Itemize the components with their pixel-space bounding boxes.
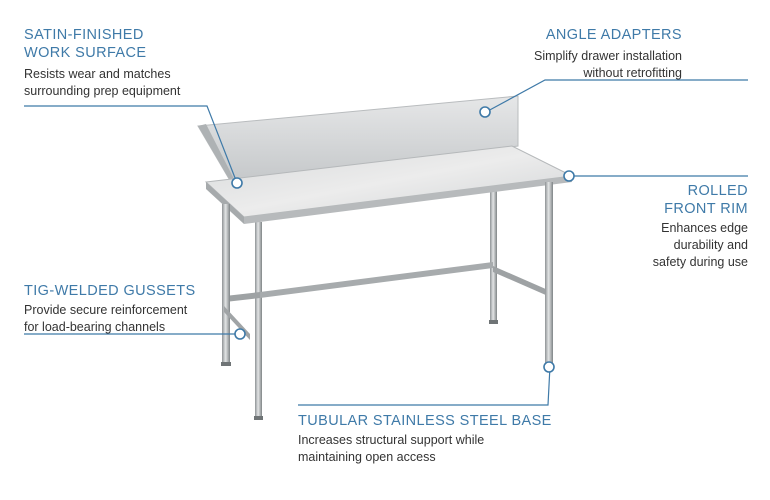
leader-base <box>298 365 551 406</box>
foot <box>489 320 498 324</box>
gussets-title: TIG-WELDED GUSSETS <box>24 283 196 299</box>
gussets-desc-2: for load-bearing channels <box>24 320 166 334</box>
callout-front-rim: ROLLED FRONT RIM Enhances edge durabilit… <box>653 182 748 271</box>
leader-angle-adapters <box>485 79 748 113</box>
callout-base: TUBULAR STAINLESS STEEL BASE Increases s… <box>298 412 552 466</box>
work-surface-desc-1: Resists wear and matches <box>24 67 171 81</box>
backsplash-side <box>198 124 236 184</box>
work-surface-desc-2: surrounding prep equipment <box>24 84 181 98</box>
rear-right-leg <box>490 190 497 322</box>
front-rim-desc-3: safety during use <box>652 255 748 269</box>
work-surface-title-2: WORK SURFACE <box>24 45 147 61</box>
side-crossbar-right <box>493 266 548 296</box>
angle-adapters-desc-1: Simplify drawer installation <box>534 49 682 63</box>
angle-adapters-marker[interactable] <box>479 106 491 118</box>
angle-adapters-title: ANGLE ADAPTERS <box>545 27 682 43</box>
front-right-leg <box>545 182 553 368</box>
base-marker[interactable] <box>543 361 555 373</box>
gussets-desc-1: Provide secure reinforcement <box>24 303 188 317</box>
front-rim-desc-1: Enhances edge <box>661 221 748 235</box>
leader-work-surface <box>24 105 238 184</box>
foot <box>221 362 231 366</box>
callout-angle-adapters: ANGLE ADAPTERS Simplify drawer installat… <box>534 26 682 82</box>
front-rim-marker[interactable] <box>563 170 575 182</box>
base-desc-2: maintaining open access <box>298 450 436 464</box>
front-rim-title-1: ROLLED <box>687 183 748 199</box>
front-rim-title-2: FRONT RIM <box>664 201 748 217</box>
rear-crossbar <box>260 262 493 298</box>
front-left-leg <box>222 204 230 364</box>
callout-work-surface: SATIN-FINISHED WORK SURFACE Resists wear… <box>24 26 180 100</box>
side-rim <box>206 182 244 224</box>
work-surface-marker[interactable] <box>231 177 243 189</box>
front-rim <box>244 176 572 224</box>
rear-left-leg <box>255 222 262 417</box>
work-surface-title-1: SATIN-FINISHED <box>24 27 144 43</box>
front-rim-desc-2: durability and <box>673 238 748 252</box>
side-crossbar-left <box>225 292 260 302</box>
base-desc-1: Increases structural support while <box>298 433 485 447</box>
callout-gussets: TIG-WELDED GUSSETS Provide secure reinfo… <box>24 282 196 336</box>
foot <box>254 416 263 420</box>
angle-adapters-desc-2: without retrofitting <box>583 66 682 80</box>
gussets-marker[interactable] <box>234 328 246 340</box>
base-title: TUBULAR STAINLESS STEEL BASE <box>298 413 552 429</box>
